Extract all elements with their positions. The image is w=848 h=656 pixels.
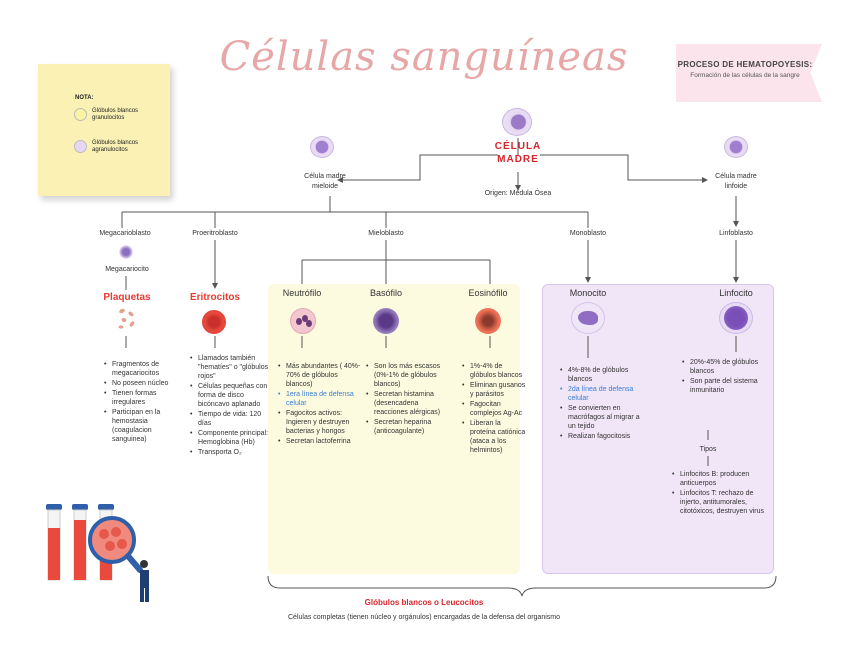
fact-item-highlight: 1era línea de defensa celular bbox=[278, 390, 362, 408]
neutrophil-icon bbox=[290, 308, 316, 334]
eosinofilo-facts: 1%-4% de glóbulos blancos Eliminan gusan… bbox=[462, 362, 526, 456]
fact-item: Eliminan gusanos y parásitos bbox=[462, 381, 526, 399]
megacarioblasto-label: Megacarioblasto bbox=[99, 230, 151, 237]
stem-cell-icon bbox=[502, 108, 532, 136]
platelets-icon bbox=[118, 308, 135, 329]
fact-item: Células pequeñas con forma de disco bicó… bbox=[190, 382, 272, 409]
origin-label: Origen: Médula Ósea bbox=[484, 190, 552, 197]
mieloide-label: Célula madre mieloide bbox=[288, 172, 362, 192]
footer-subtitle: Células completas (tienen núcleo y orgán… bbox=[288, 614, 560, 621]
fact-item: Fagocitos activos: Ingieren y destruyen … bbox=[278, 409, 362, 436]
megakaryocyte-icon bbox=[118, 244, 134, 260]
proeritroblasto-label: Proeritroblasto bbox=[192, 230, 238, 237]
fact-item: Secretan histamina (desencadena reaccion… bbox=[366, 390, 446, 417]
fact-item: Participan en la hemostasia (coagulacion… bbox=[104, 408, 180, 444]
fact-item: Son parte del sistema inmunitario bbox=[682, 377, 762, 395]
yellow-circle-icon bbox=[74, 108, 87, 121]
plaquetas-title: Plaquetas bbox=[103, 292, 151, 303]
eosinophil-icon bbox=[475, 308, 501, 334]
fact-item: No poseen núcleo bbox=[104, 379, 180, 388]
type-item: Linfocitos B: producen anticuerpos bbox=[672, 470, 772, 488]
celula-madre-line1: CÉLULA bbox=[494, 141, 542, 152]
fact-item: Se convierten en macrófagos al migrar a … bbox=[560, 404, 642, 431]
monoblasto-label: Monoblasto bbox=[569, 230, 607, 237]
plaquetas-facts: Fragmentos de megacariocitos No poseen n… bbox=[104, 360, 180, 445]
process-banner: PROCESO DE HEMATOPOYESIS: Formación de l… bbox=[676, 44, 822, 102]
tipos-label: Tipos bbox=[699, 446, 717, 453]
legend-item-granulocitos: Glóbulos blancos granulocitos bbox=[74, 108, 154, 122]
fact-item: Más abundantes ( 40%- 70% de glóbulos bl… bbox=[278, 362, 362, 389]
monocito-title: Monocito bbox=[569, 288, 607, 298]
fact-item: Secretan lactoferrina bbox=[278, 437, 362, 446]
mieloide-line1: Célula madre bbox=[304, 173, 346, 180]
red-blood-cell-icon bbox=[202, 310, 226, 334]
legend-note: NOTA: Glóbulos blancos granulocitos Glób… bbox=[38, 64, 170, 196]
fact-item: Secretan heparina (anticoagulante) bbox=[366, 418, 446, 436]
mieloblasto-label: Mieloblasto bbox=[368, 230, 404, 237]
legend-label: Glóbulos blancos granulocitos bbox=[92, 108, 139, 121]
fact-item: Llamados también "hematíes" o "glóbulos … bbox=[190, 354, 272, 381]
linfoide-line1: Célula madre bbox=[715, 173, 757, 180]
type-item: Linfocitos T: rechazo de injerto, antitu… bbox=[672, 489, 772, 516]
fact-item: Componente principal: Hemoglobina (Hb) bbox=[190, 429, 272, 447]
page-title: Células sanguíneas bbox=[219, 34, 629, 80]
fact-item: Transporta O₂ bbox=[190, 448, 272, 457]
basofilo-title: Basófilo bbox=[369, 288, 403, 298]
megacariocito-label: Megacariocito bbox=[105, 266, 149, 273]
linfocito-title: Linfocito bbox=[719, 288, 753, 298]
fact-item: Liberan la proteína catiónica (ataca a l… bbox=[462, 419, 526, 455]
fact-item: 1%-4% de glóbulos blancos bbox=[462, 362, 526, 380]
legend-item-agranulocitos: Glóbulos blancos agranulocitos bbox=[74, 140, 154, 154]
footer-title: Glóbulos blancos o Leucocitos bbox=[364, 598, 484, 607]
celula-madre-line2: MADRE bbox=[497, 154, 539, 165]
fact-item: 4%-8% de glóbulos blancos bbox=[560, 366, 642, 384]
lymphoid-stem-cell-icon bbox=[724, 136, 748, 158]
purple-circle-icon bbox=[74, 140, 87, 153]
myeloid-stem-cell-icon bbox=[310, 136, 334, 158]
neutrofilo-title: Neutrófilo bbox=[282, 288, 322, 298]
basophil-icon bbox=[373, 308, 399, 334]
fact-item-highlight: 2da línea de defensa celular bbox=[560, 385, 642, 403]
lab-illustration-icon bbox=[46, 504, 149, 602]
basofilo-facts: Son los más escasos (0%-1% de glóbulos b… bbox=[366, 362, 446, 437]
linfocito-facts: 20%-45% de glóbulos blancos Son parte de… bbox=[682, 358, 762, 396]
monocito-facts: 4%-8% de glóbulos blancos 2da línea de d… bbox=[560, 366, 642, 442]
eosinofilo-title: Eosinófilo bbox=[468, 288, 508, 298]
eritrocitos-facts: Llamados también "hematíes" o "glóbulos … bbox=[190, 354, 272, 458]
fact-item: Tiempo de vida: 120 días bbox=[190, 410, 272, 428]
legend-label: Glóbulos blancos agranulocitos bbox=[92, 140, 139, 153]
linfocito-types: Linfocitos B: producen anticuerpos Linfo… bbox=[672, 470, 772, 517]
linfoide-line2: linfoide bbox=[724, 183, 748, 190]
lymphocyte-icon bbox=[719, 302, 753, 334]
fact-item: Fragmentos de megacariocitos bbox=[104, 360, 180, 378]
linfoide-label: Célula madre linfoide bbox=[700, 172, 772, 192]
process-title: PROCESO DE HEMATOPOYESIS: bbox=[677, 60, 813, 69]
fact-item: Realizan fagocitosis bbox=[560, 432, 642, 441]
legend-heading: NOTA: bbox=[75, 95, 94, 101]
fact-item: Son los más escasos (0%-1% de glóbulos b… bbox=[366, 362, 446, 389]
fact-item: Fagocitan complejos Ag-Ac bbox=[462, 400, 526, 418]
fact-item: 20%-45% de glóbulos blancos bbox=[682, 358, 762, 376]
eritrocitos-title: Eritrocitos bbox=[189, 292, 240, 303]
mieloide-line2: mieloide bbox=[311, 183, 339, 190]
process-subtitle: Formación de las células de la sangre bbox=[690, 72, 800, 79]
monocyte-icon bbox=[571, 302, 605, 334]
fact-item: Tienen formas irregulares bbox=[104, 389, 180, 407]
linfoblasto-label: Linfoblasto bbox=[719, 230, 753, 237]
celula-madre-label: CÉLULA MADRE bbox=[478, 140, 558, 166]
neutrofilo-facts: Más abundantes ( 40%- 70% de glóbulos bl… bbox=[278, 362, 362, 447]
